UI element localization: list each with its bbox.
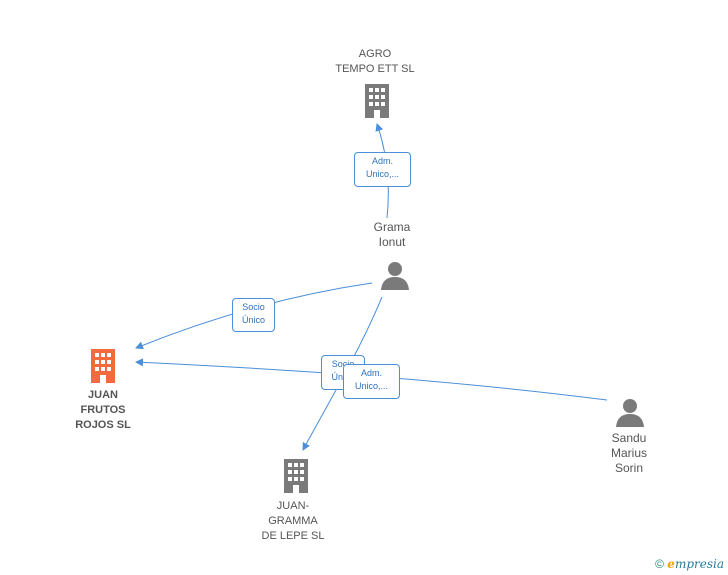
building-icon: [365, 84, 389, 118]
person-icon: [381, 262, 409, 290]
node-label-line: JUAN: [88, 389, 118, 401]
node-label-line: Sorin: [614, 461, 643, 475]
edge-label-line: Socio: [242, 302, 265, 312]
brand-footer[interactable]: © empresia: [655, 557, 724, 571]
copyright-icon: ©: [655, 557, 664, 571]
building-icon-main: [91, 349, 115, 383]
brand-logo-e: e: [667, 557, 675, 571]
edge-label-line: Unico,...: [354, 381, 388, 391]
edge-label-socio-juan-frutos[interactable]: Socio Único: [232, 298, 275, 332]
edge-label-line: Adm.: [371, 156, 393, 166]
node-label-line: GRAMMA: [268, 515, 318, 527]
node-label-line: Grama: [373, 220, 411, 234]
node-label-line: JUAN-: [276, 500, 310, 512]
edge-label-line: Unico,...: [365, 169, 399, 179]
brand-logo: empresia: [667, 557, 724, 571]
node-label-line: DE LEPE SL: [261, 530, 325, 542]
edge-label-line: Adm.: [360, 368, 382, 378]
person-icon: [616, 399, 644, 427]
node-label-juan-gramma[interactable]: JUAN- GRAMMA DE LEPE SL: [243, 499, 343, 544]
node-label-line: Marius: [610, 446, 647, 460]
edge-label-line: Socio: [331, 359, 355, 369]
edge-label-adm-agro[interactable]: Adm. Unico,...: [354, 152, 411, 187]
building-icon: [284, 459, 308, 493]
node-label-line: TEMPO ETT SL: [335, 63, 415, 75]
node-label-line: ROJOS SL: [75, 419, 131, 431]
node-label-line: FRUTOS: [80, 404, 126, 416]
node-label-agro[interactable]: AGRO TEMPO ETT SL: [325, 47, 425, 77]
node-label-line: Ionut: [378, 235, 406, 249]
edge-label-adm-juan-gramma[interactable]: Adm. Unico,...: [343, 364, 400, 399]
node-label-line: AGRO: [358, 48, 392, 60]
node-label-juan-frutos[interactable]: JUAN FRUTOS ROJOS SL: [53, 388, 153, 433]
node-label-grama[interactable]: Grama Ionut: [352, 220, 432, 250]
brand-logo-text: mpresia: [674, 557, 724, 571]
node-label-line: Sandu: [611, 431, 647, 445]
edge-label-line: Único: [241, 315, 265, 325]
node-label-sandu[interactable]: Sandu Marius Sorin: [589, 431, 669, 476]
edge-label-line: Único: [326, 371, 360, 384]
